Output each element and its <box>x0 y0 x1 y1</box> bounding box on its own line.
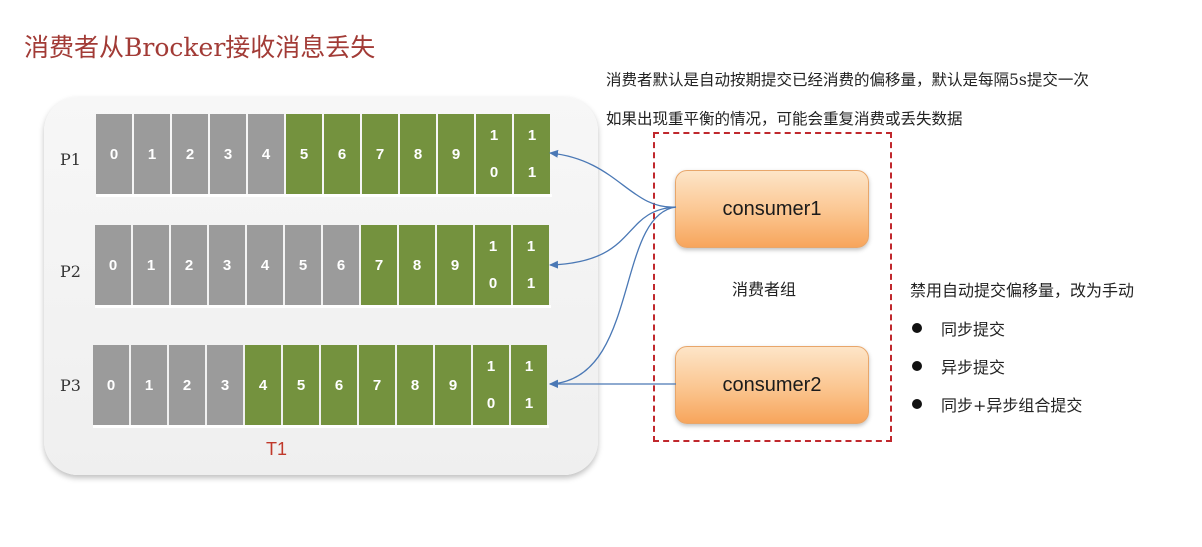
solution-item: 同步提交 <box>912 316 1005 340</box>
solution-item-label: 异步提交 <box>941 358 1006 377</box>
arrow-consumer1-to-p1 <box>549 149 677 208</box>
partition-label-p3: P3 <box>60 376 81 395</box>
note-line-2: 如果出现重平衡的情况，可能会重复消费或丢失数据 <box>606 110 963 128</box>
offset-cell: 8 <box>399 225 435 305</box>
offset-cell: 7 <box>359 345 395 425</box>
offset-cell: 0 <box>96 114 132 194</box>
consumer2-box: consumer2 <box>675 346 869 424</box>
offset-cell: 1 <box>131 345 167 425</box>
offset-cell: 3 <box>210 114 246 194</box>
offset-cell: 9 <box>435 345 471 425</box>
consumer-group-label: 消费者组 <box>732 280 797 299</box>
arrow-consumer1-to-p2 <box>549 206 677 269</box>
offset-cell: 2 <box>172 114 208 194</box>
offset-cell: 5 <box>283 345 319 425</box>
offset-cell: 1 <box>134 114 170 194</box>
offset-cell: 6 <box>321 345 357 425</box>
offset-cell: 1 <box>133 225 169 305</box>
offset-cell: 7 <box>361 225 397 305</box>
consumer1-box: consumer1 <box>675 170 869 248</box>
solution-item-label: 同步提交 <box>941 320 1006 339</box>
bullet-icon <box>912 361 922 371</box>
offset-cell: 0 <box>95 225 131 305</box>
offset-cell: 4 <box>248 114 284 194</box>
offset-cell: 7 <box>362 114 398 194</box>
offset-cell: 8 <box>397 345 433 425</box>
bullet-icon <box>912 399 922 409</box>
offset-cell: 3 <box>209 225 245 305</box>
page-title: 消费者从Brocker接收消息丢失 <box>24 33 376 62</box>
offset-cell: 2 <box>171 225 207 305</box>
bullet-icon <box>912 323 922 333</box>
offset-cell: 8 <box>400 114 436 194</box>
solutions-title: 禁用自动提交偏移量，改为手动 <box>910 281 1135 300</box>
partition-label-p2: P2 <box>60 262 81 281</box>
solution-item: 同步+异步组合提交 <box>912 392 1082 416</box>
offset-cell: 0 <box>93 345 129 425</box>
offset-cell: 5 <box>285 225 321 305</box>
offset-cell: 3 <box>207 345 243 425</box>
offset-cell: 4 <box>247 225 283 305</box>
offset-cell: 2 <box>169 345 205 425</box>
partition-label-p1: P1 <box>60 150 81 169</box>
consumer-group-box <box>653 132 892 442</box>
offset-cell: 5 <box>286 114 322 194</box>
solution-item: 异步提交 <box>912 354 1005 378</box>
solution-item-label: 同步+异步组合提交 <box>941 396 1083 415</box>
topic-label: T1 <box>266 439 288 459</box>
note-line-1: 消费者默认是自动按期提交已经消费的偏移量，默认是每隔5s提交一次 <box>606 71 1089 89</box>
arrow-consumer1-to-p3 <box>549 206 677 388</box>
offset-cell: 9 <box>437 225 473 305</box>
offset-cell: 6 <box>324 114 360 194</box>
offset-cell: 6 <box>323 225 359 305</box>
offset-cell: 4 <box>245 345 281 425</box>
offset-cell: 9 <box>438 114 474 194</box>
